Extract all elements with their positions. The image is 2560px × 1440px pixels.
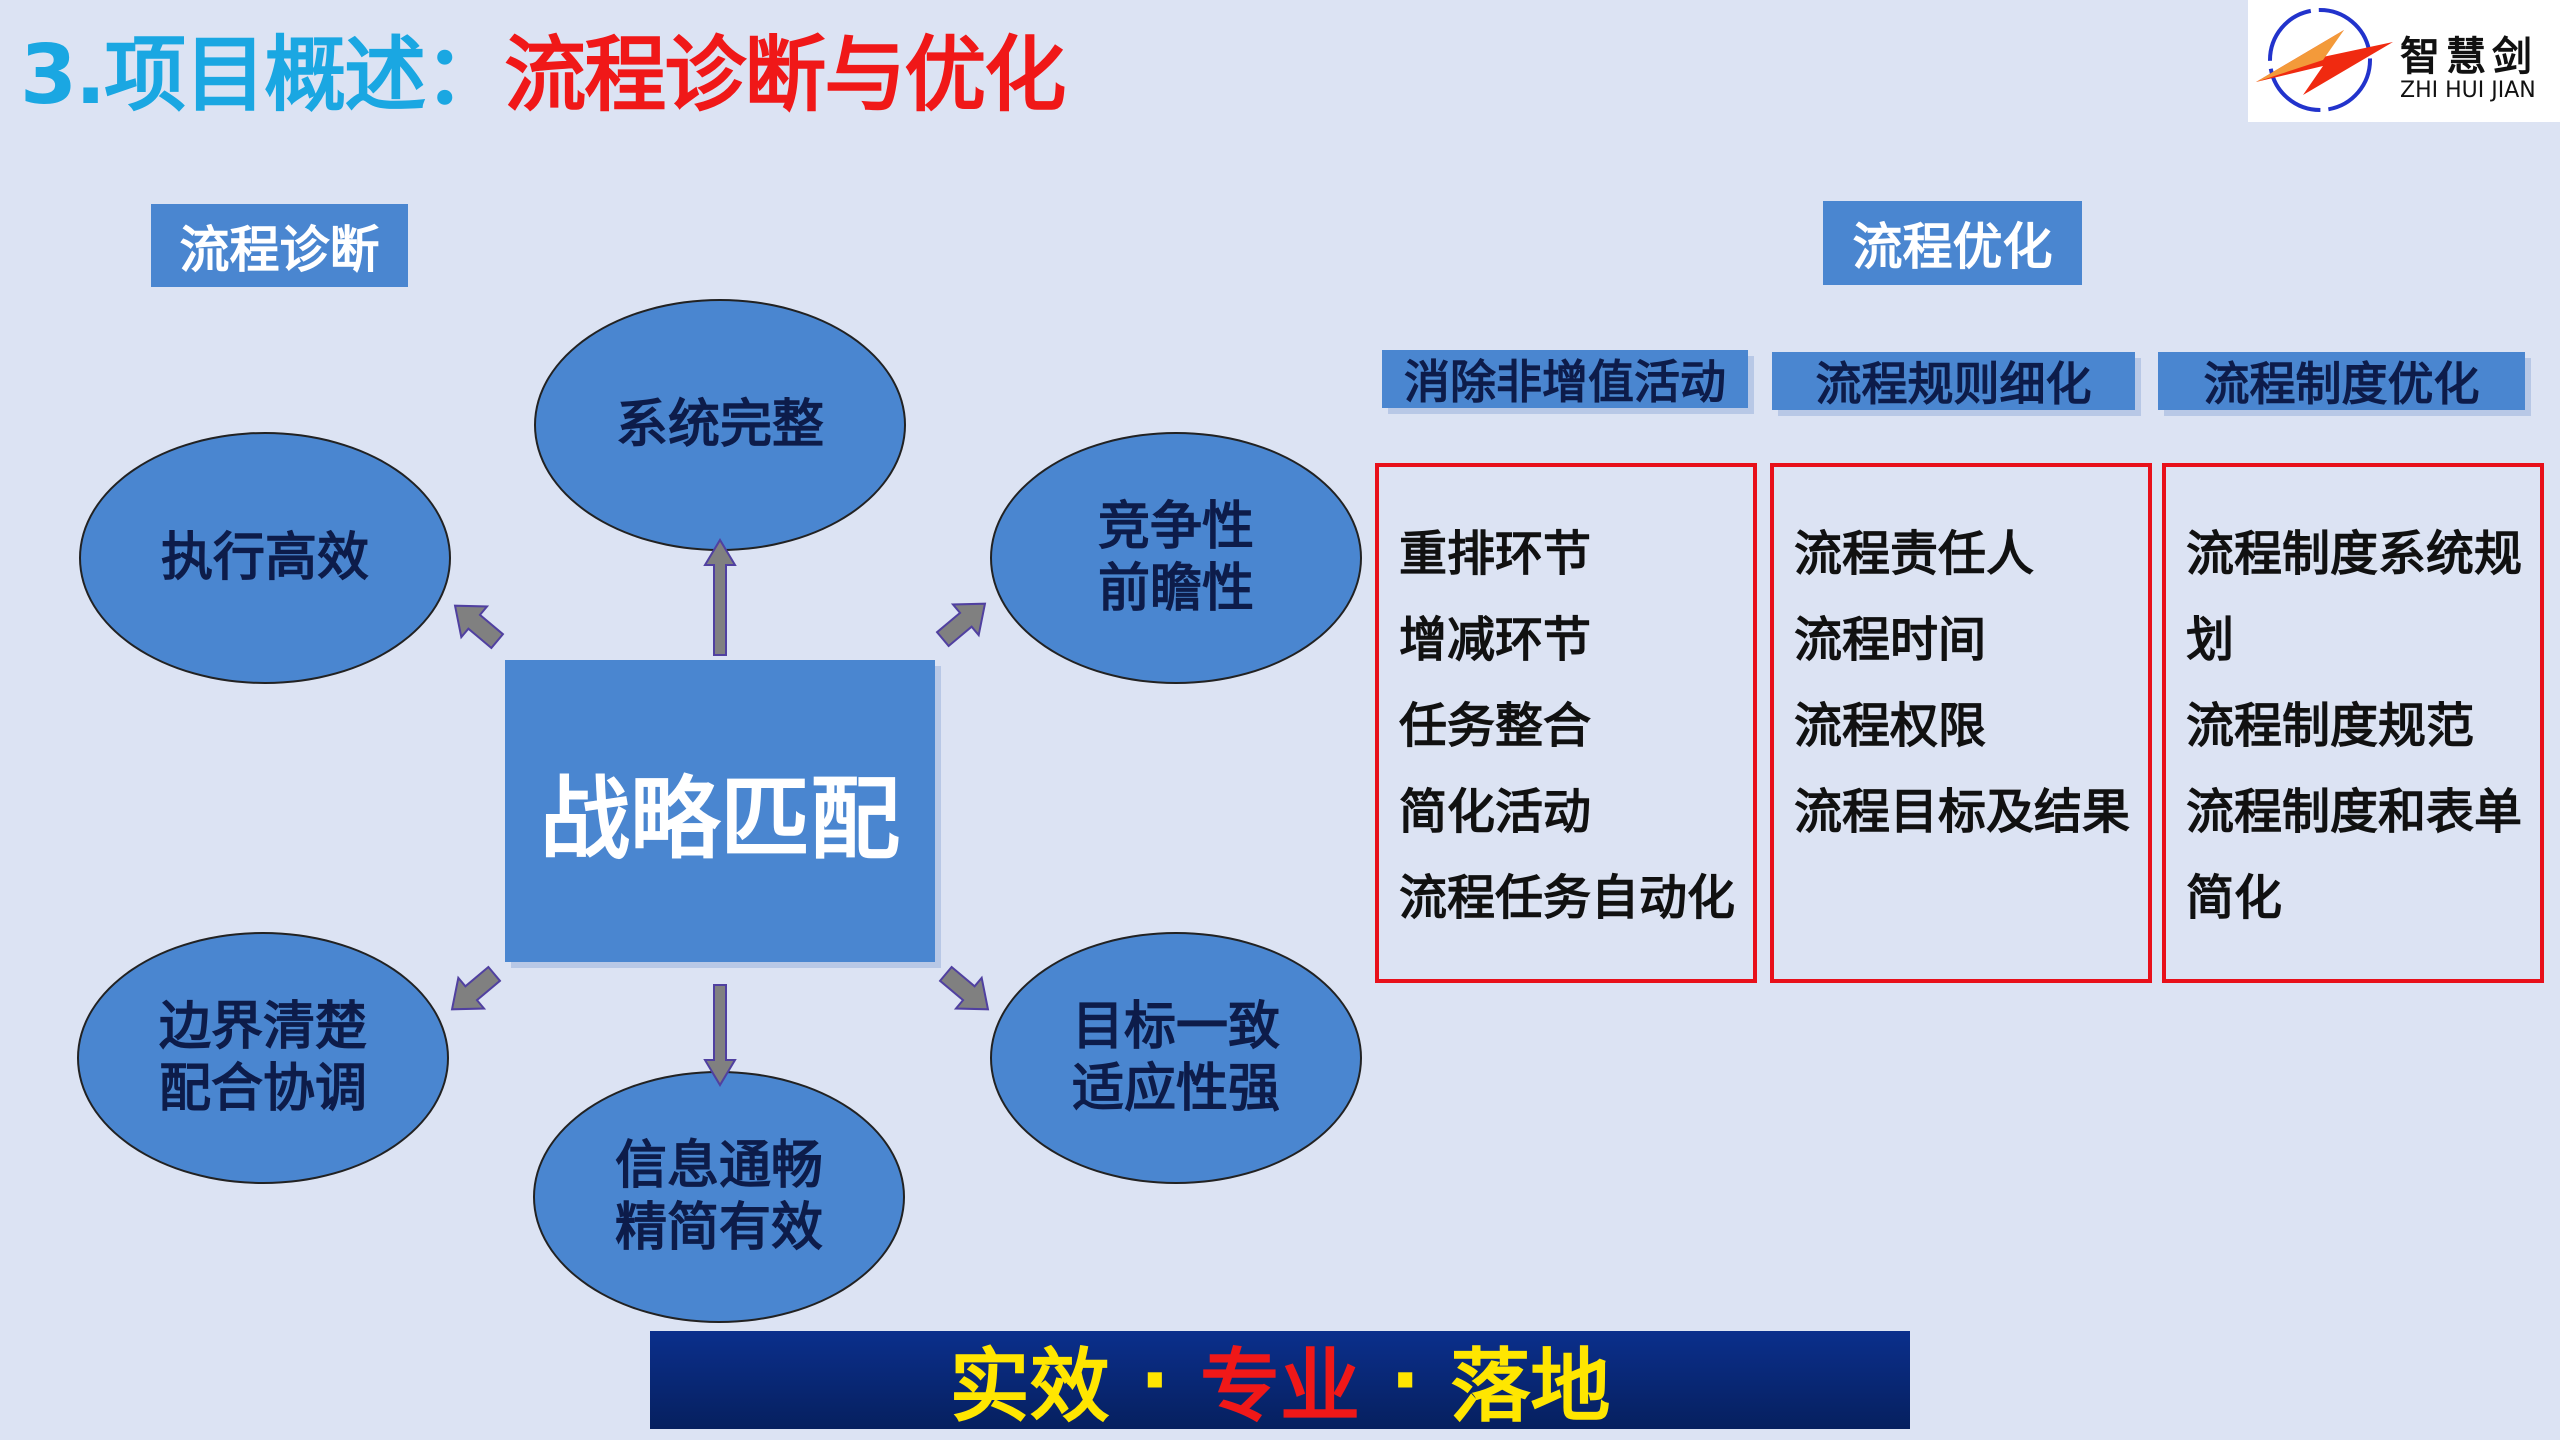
optimization-list: 重排环节 增减环节 任务整合 简化活动 流程任务自动化 xyxy=(1375,463,1757,983)
logo: 智慧剑 ZHI HUI JIAN xyxy=(2248,0,2560,122)
list-item: 流程制度规范 xyxy=(2186,698,2475,754)
column-header: 流程制度优化 xyxy=(2158,352,2525,411)
arrow-up-right-icon xyxy=(935,602,987,648)
node-efficient-execution: 执行高效 xyxy=(79,432,451,684)
optimization-label: 流程优化 xyxy=(1823,201,2082,285)
list-item: 流程责任人 xyxy=(1794,526,2035,582)
lightning-logo-icon xyxy=(2256,8,2393,112)
list-item: 流程权限 xyxy=(1794,698,1987,754)
slogan-banner: 实效 · 专业 · 落地 xyxy=(650,1331,1910,1433)
node-competitive: 竞争性前瞻性 xyxy=(990,432,1362,684)
node-consistent-goals: 目标一致适应性强 xyxy=(990,932,1362,1184)
arrow-up-icon xyxy=(703,538,737,656)
diagnosis-label: 流程诊断 xyxy=(151,204,408,287)
page-title: 3.项目概述：流程诊断与优化 xyxy=(20,28,1066,123)
node-smooth-information: 信息通畅精简有效 xyxy=(533,1071,905,1323)
column-header: 流程规则细化 xyxy=(1772,352,2135,411)
arrow-up-left-icon xyxy=(453,604,505,650)
list-item: 流程时间 xyxy=(1794,612,1987,668)
column-header: 消除非增值活动 xyxy=(1382,350,1748,409)
optimization-list: 流程责任人 流程时间 流程权限 流程目标及结果 xyxy=(1770,463,2152,983)
list-item: 简化 xyxy=(2186,870,2283,926)
arrow-down-icon xyxy=(703,984,737,1087)
arrow-down-left-icon xyxy=(450,965,502,1011)
list-item: 增减环节 xyxy=(1399,612,1592,668)
list-item: 简化活动 xyxy=(1399,784,1592,840)
list-item: 重排环节 xyxy=(1399,526,1592,582)
list-item: 划 xyxy=(2186,612,2235,668)
list-item: 任务整合 xyxy=(1399,698,1592,754)
list-item: 流程制度和表单 xyxy=(2186,784,2523,840)
list-item: 流程制度系统规 xyxy=(2186,526,2523,582)
arrow-down-right-icon xyxy=(938,965,990,1011)
list-item: 流程目标及结果 xyxy=(1794,784,2131,840)
center-strategy-match: 战略匹配 xyxy=(505,660,935,962)
node-clear-boundaries: 边界清楚配合协调 xyxy=(77,932,449,1184)
list-item: 流程任务自动化 xyxy=(1399,870,1736,926)
optimization-list: 流程制度系统规 划 流程制度规范 流程制度和表单 简化 xyxy=(2162,463,2544,983)
node-system-complete: 系统完整 xyxy=(534,299,906,551)
